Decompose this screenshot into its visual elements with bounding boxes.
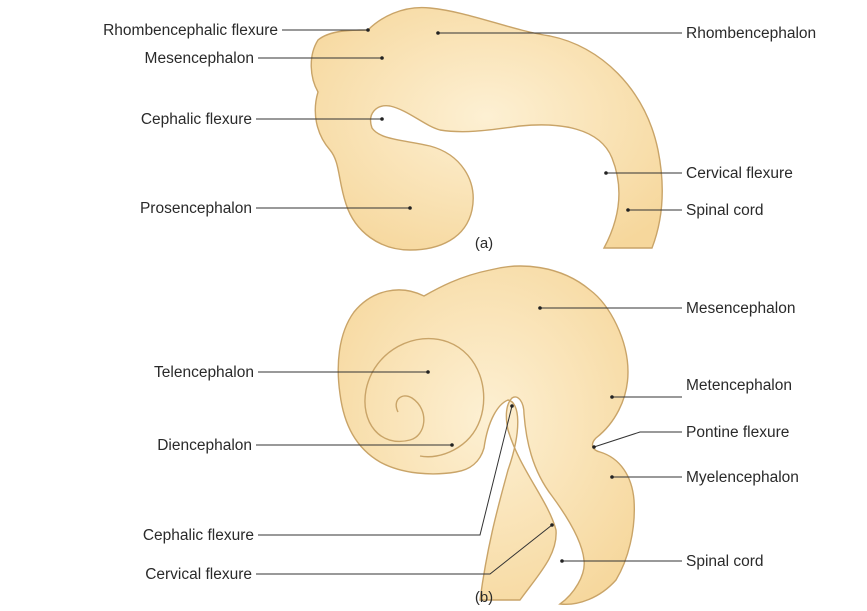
label-a-rhombencephalon: Rhombencephalon (686, 25, 816, 42)
dot-b-metencephalon (610, 395, 614, 399)
dot-a-prosencephalon (408, 206, 412, 210)
label-a-cephalic-flexure: Cephalic flexure (141, 111, 252, 128)
dot-b-pontine-flexure (592, 445, 596, 449)
dot-a-rhombencephalic-flexure (366, 28, 370, 32)
caption-a: (a) (475, 235, 493, 252)
label-b-spinal-cord: Spinal cord (686, 553, 764, 570)
caption-b: (b) (475, 589, 493, 606)
dot-a-cervical-flexure (604, 171, 608, 175)
dot-b-cephalic-flexure (510, 404, 514, 408)
dot-a-rhombencephalon (436, 31, 440, 35)
label-b-telencephalon: Telencephalon (154, 364, 254, 381)
panel-b-brain-outline (338, 266, 634, 604)
label-a-spinal-cord: Spinal cord (686, 202, 764, 219)
dot-b-myelencephalon (610, 475, 614, 479)
label-b-metencephalon: Metencephalon (686, 377, 792, 394)
label-b-myelencephalon: Myelencephalon (686, 469, 799, 486)
label-b-mesencephalon: Mesencephalon (686, 300, 795, 317)
dot-b-telencephalon (426, 370, 430, 374)
dot-b-diencephalon (450, 443, 454, 447)
dot-a-mesencephalon (380, 56, 384, 60)
dot-b-cervical-flexure (550, 523, 554, 527)
label-b-diencephalon: Diencephalon (157, 437, 252, 454)
panel-a-brain-outline (311, 8, 662, 250)
label-a-prosencephalon: Prosencephalon (140, 200, 252, 217)
label-b-cervical-flexure: Cervical flexure (145, 566, 252, 583)
label-a-cervical-flexure: Cervical flexure (686, 165, 793, 182)
label-a-mesencephalon: Mesencephalon (145, 50, 254, 67)
dot-b-spinal-cord (560, 559, 564, 563)
dot-a-spinal-cord (626, 208, 630, 212)
label-b-pontine-flexure: Pontine flexure (686, 424, 789, 441)
panel-b: Telencephalon Diencephalon Cephalic flex… (143, 266, 799, 606)
label-b-cephalic-flexure: Cephalic flexure (143, 527, 254, 544)
label-a-rhombencephalic-flexure: Rhombencephalic flexure (103, 22, 278, 39)
dot-a-cephalic-flexure (380, 117, 384, 121)
panel-a: Rhombencephalic flexure Mesencephalon Ce… (103, 8, 816, 252)
leader-b-pontine-flexure (594, 432, 682, 447)
dot-b-mesencephalon (538, 306, 542, 310)
